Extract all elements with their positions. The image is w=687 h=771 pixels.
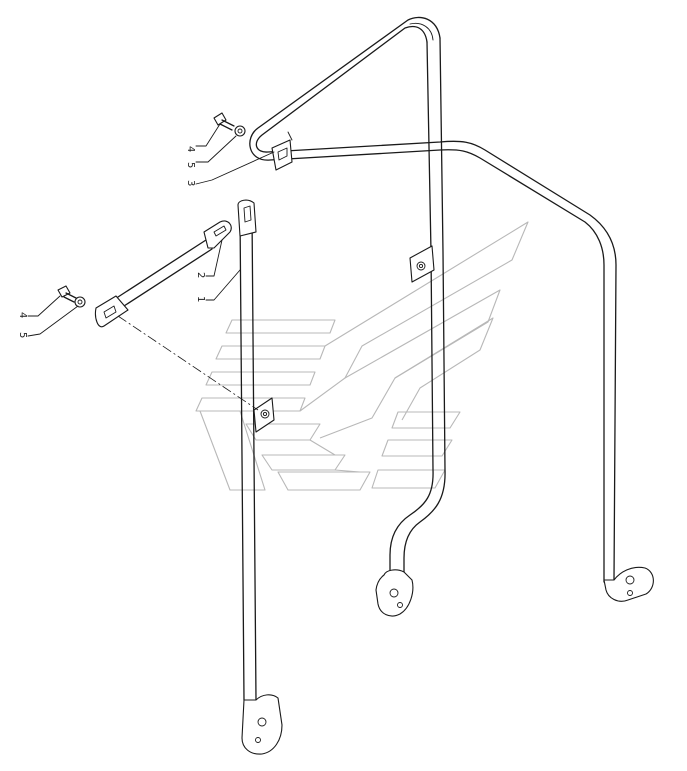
callout-leaders [27,123,275,337]
callout-labels: 4 5 3 2 1 4 5 [17,146,206,338]
left-bolt [57,285,86,308]
diagonal-brace [94,220,232,328]
roll-bar-hoop [249,16,654,617]
callout-label-top-3: 3 [185,180,196,186]
callout-label-mid-1: 2 [195,272,206,278]
top-bolt [213,112,246,137]
watermark-logo [195,221,529,491]
top-bracket [271,131,293,171]
callout-label-top-1: 4 [185,146,196,152]
vertical-strut [237,199,283,755]
callout-label-mid-2: 1 [195,296,206,302]
callout-label-top-2: 5 [185,162,196,168]
rear-upright-bracket [409,245,435,283]
alignment-centerline [117,315,259,411]
callout-label-left-2: 5 [17,332,28,338]
callout-label-left-1: 4 [17,312,28,318]
